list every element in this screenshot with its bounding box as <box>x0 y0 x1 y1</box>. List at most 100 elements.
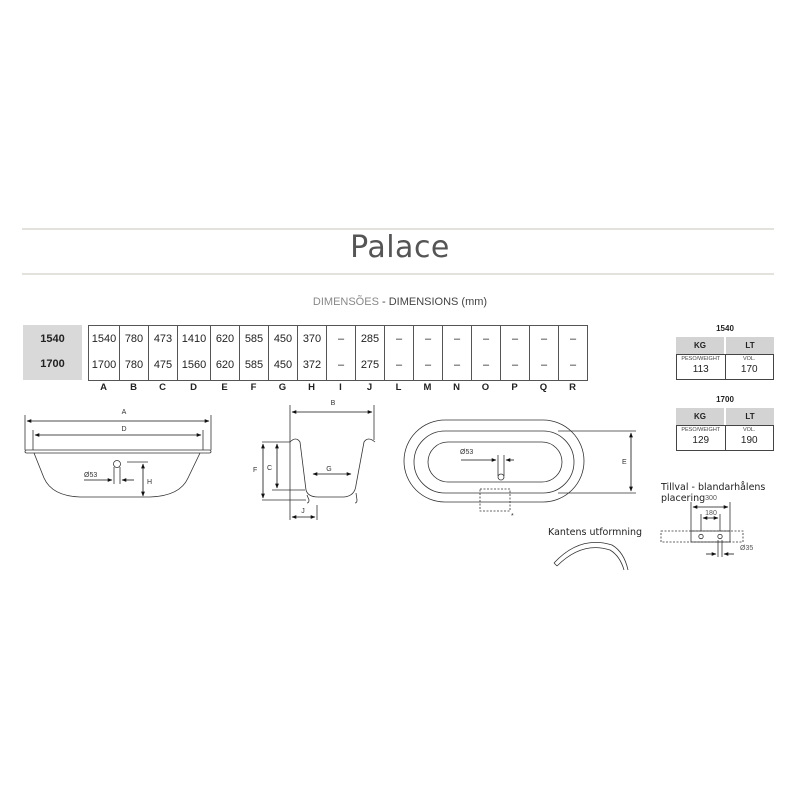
label-c: C <box>267 465 272 472</box>
dimensions-heading-en: DIMENSIONS (mm) <box>388 296 488 308</box>
cell: – <box>569 333 577 345</box>
weight-value: 113 <box>692 364 709 375</box>
column-label: J <box>366 382 373 393</box>
cell: 585 <box>244 333 264 345</box>
edge-profile-caption: Kantens utformning <box>548 527 643 538</box>
edge-profile-drawing <box>553 542 629 571</box>
cell: 1540 <box>91 333 117 345</box>
cell: 780 <box>124 333 144 345</box>
cell: 370 <box>302 333 322 345</box>
cell: – <box>540 359 548 371</box>
volume-label: VOL. <box>742 356 756 362</box>
lt-header: LT <box>726 408 774 425</box>
dimensions-heading-sep: - <box>378 296 389 308</box>
volume-cell: VOL. 170 <box>726 355 774 379</box>
cell: – <box>569 359 577 371</box>
product-title: Palace <box>350 230 450 265</box>
cell: 450 <box>273 333 293 345</box>
cell: – <box>424 333 432 345</box>
top-drain-diameter: Ø53 <box>460 449 473 456</box>
dimensions-table: 1540 1700 780 780 473 475 1410 1560 620 620 5… <box>88 325 588 381</box>
weight-label: PESO/WEIGHT <box>681 427 721 433</box>
cell: – <box>395 359 403 371</box>
column-label: N <box>453 382 460 393</box>
cell: 620 <box>215 359 235 371</box>
cell: – <box>424 359 432 371</box>
column-label: E <box>221 382 228 393</box>
top-view-drawing <box>403 419 636 512</box>
cell: – <box>482 333 490 345</box>
cell: – <box>540 333 548 345</box>
column-label: I <box>339 382 342 393</box>
mixer-holes-drawing <box>660 502 744 557</box>
column-label: C <box>159 382 166 393</box>
mixer-holes-caption: Tillval - blandarhålens placering <box>661 482 766 504</box>
end-view-drawing <box>261 405 376 520</box>
cell: – <box>511 359 519 371</box>
cell: 275 <box>360 359 380 371</box>
lt-header: LT <box>726 337 774 354</box>
cell: 1560 <box>181 359 207 371</box>
column-label: G <box>278 382 287 393</box>
cell: – <box>453 359 461 371</box>
label-a: A <box>122 409 127 416</box>
cell: 1410 <box>181 333 207 345</box>
cell: 620 <box>215 333 235 345</box>
mixer-hole-diameter: Ø35 <box>740 545 753 552</box>
cell: – <box>337 333 345 345</box>
label-e: E <box>622 459 627 466</box>
dimension-column-labels: A B C D E F G H I J L M N O P Q R <box>88 382 587 393</box>
column-label: Q <box>539 382 548 393</box>
weight-cell: PESO/WEIGHT 129 <box>677 426 726 450</box>
mixer-width-inner: 180 <box>705 510 717 517</box>
column-label: B <box>130 382 137 393</box>
mixer-width-outer: 300 <box>705 495 717 502</box>
weight-model-label: 1540 <box>716 324 734 333</box>
column-label: P <box>511 382 518 393</box>
column-label: D <box>190 382 197 393</box>
cell: 372 <box>302 359 322 371</box>
kg-header: KG <box>676 408 724 425</box>
cell: 780 <box>124 359 144 371</box>
cell: 1700 <box>91 359 117 371</box>
volume-value: 170 <box>740 364 758 375</box>
cell: 475 <box>153 359 173 371</box>
column-label: M <box>423 382 432 393</box>
cell: 473 <box>153 333 173 345</box>
side-drain-diameter: Ø53 <box>84 472 97 479</box>
label-j: J <box>301 508 305 515</box>
cell: – <box>511 333 519 345</box>
column-label: O <box>481 382 490 393</box>
label-b: B <box>331 400 336 407</box>
side-view-drawing <box>24 415 212 498</box>
asterisk-note: * <box>511 513 514 520</box>
dimensions-heading: DIMENSÕES - DIMENSIONS (mm) <box>0 296 800 308</box>
weight-value: 129 <box>692 435 710 446</box>
label-d: D <box>121 426 126 433</box>
cell: – <box>482 359 490 371</box>
kg-header: KG <box>676 337 724 354</box>
cell: – <box>337 359 345 371</box>
model-label-1540: 1540 <box>40 333 65 345</box>
cell: 285 <box>360 333 380 345</box>
title-divider <box>22 273 774 275</box>
model-labels: 1540 1700 <box>23 325 82 380</box>
weight-model-label: 1700 <box>716 395 734 404</box>
model-label-1700: 1700 <box>40 358 65 370</box>
column-label: H <box>308 382 315 393</box>
volume-cell: VOL.190 <box>726 426 774 450</box>
column-label: L <box>395 382 402 393</box>
column-label: A <box>100 382 107 393</box>
dimensions-heading-pt: DIMENSÕES <box>312 296 379 308</box>
column-label: F <box>250 382 257 393</box>
cell: 450 <box>273 359 293 371</box>
label-g: G <box>326 466 331 473</box>
top-divider <box>22 228 774 230</box>
cell: – <box>453 333 461 345</box>
volume-label: VOL. <box>742 427 756 433</box>
cell: – <box>395 333 403 345</box>
